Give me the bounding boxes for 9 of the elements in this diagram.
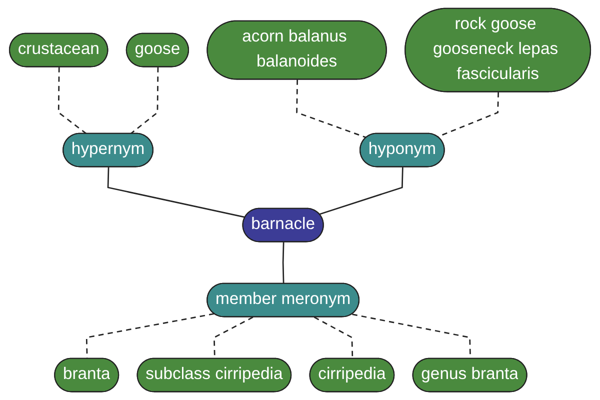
connector (319, 167, 404, 215)
connector (314, 316, 354, 359)
connector (130, 67, 159, 134)
connector (86, 313, 214, 359)
connector (107, 167, 246, 218)
connector (296, 80, 367, 138)
connector (282, 242, 284, 284)
connector (58, 67, 87, 134)
connector (437, 92, 499, 138)
